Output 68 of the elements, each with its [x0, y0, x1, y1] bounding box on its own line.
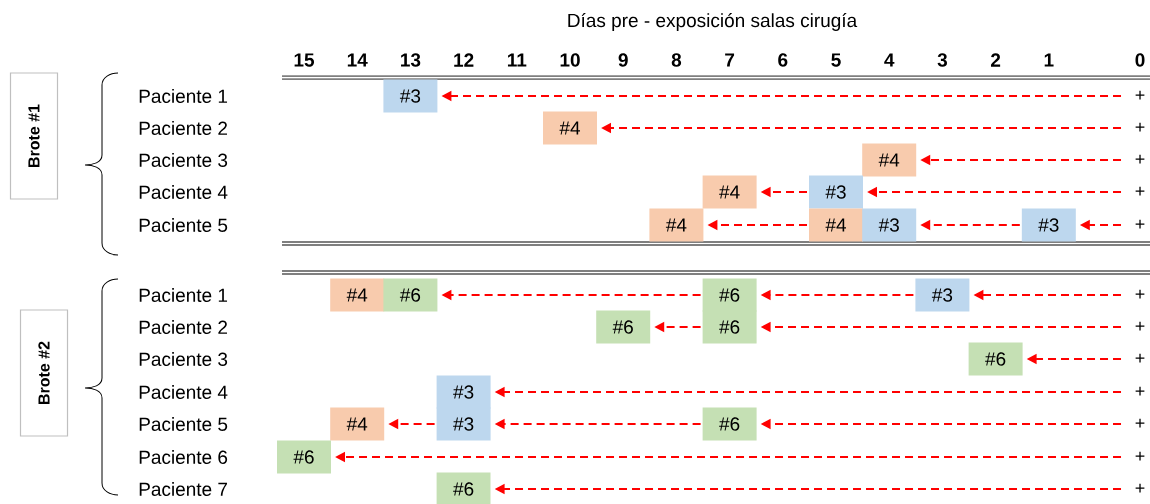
sample-box: #4 [330, 407, 385, 441]
day-number: 12 [454, 53, 474, 67]
sample-box: #3 [862, 208, 917, 242]
plus-sign: + [1135, 289, 1145, 299]
day-number: 14 [347, 53, 368, 67]
outbreak-box: Brote #1 [9, 72, 59, 200]
sample-box: #6 [702, 407, 757, 441]
sample-box: #4 [862, 143, 917, 177]
plus-sign: + [1135, 321, 1145, 331]
sample-box: #3 [436, 407, 491, 441]
plus-sign: + [1135, 353, 1145, 363]
day-number: 9 [618, 53, 628, 67]
sample-box: #4 [330, 278, 385, 312]
sample-box: #4 [649, 208, 704, 242]
sample-box: #3 [1021, 208, 1076, 242]
plus-sign: + [1135, 186, 1145, 196]
plus-sign: + [1135, 386, 1145, 396]
axis-title: Días pre - exposición salas cirugía [568, 13, 858, 31]
node-label: #6 [719, 288, 740, 302]
sample-box: #6 [277, 440, 331, 474]
sample-box: #3 [436, 375, 491, 409]
day-number: 5 [831, 53, 841, 67]
day-number: 8 [671, 53, 682, 67]
day-number: 4 [884, 53, 895, 67]
node-label: #3 [453, 417, 474, 431]
node-label: #6 [719, 320, 740, 334]
sample-box: #6 [596, 310, 651, 344]
patient-label: Paciente 6 [139, 450, 228, 464]
plus-sign: + [1135, 219, 1145, 229]
sample-box: #4 [702, 175, 757, 209]
day-number: 15 [294, 53, 315, 67]
sample-box: #4 [809, 208, 863, 242]
day-number: 0 [1135, 53, 1145, 67]
patient-label: Paciente 3 [139, 153, 228, 167]
sample-box: #6 [383, 278, 438, 312]
patient-label: Paciente 1 [139, 89, 228, 103]
patient-label: Paciente 2 [139, 320, 227, 334]
day-number: 1 [1044, 53, 1054, 67]
patient-label: Paciente 2 [139, 121, 227, 135]
sample-box: #3 [383, 79, 438, 113]
day-number: 2 [991, 53, 1001, 67]
sample-box: #4 [543, 111, 597, 145]
day-number: 6 [778, 53, 788, 67]
patient-label: Paciente 5 [139, 417, 228, 431]
sample-box: #3 [915, 278, 970, 312]
day-number: 3 [937, 53, 947, 67]
sample-box: #6 [702, 278, 757, 312]
patient-label: Paciente 3 [139, 352, 228, 366]
patient-label: Paciente 1 [139, 288, 228, 302]
plus-sign: + [1135, 418, 1145, 428]
plus-sign: + [1135, 90, 1145, 100]
patient-label: Paciente 5 [139, 218, 228, 232]
sample-box: #3 [809, 175, 863, 209]
sample-box: #6 [968, 342, 1023, 376]
day-number: 7 [725, 53, 735, 67]
plus-sign: + [1135, 154, 1145, 164]
outbreak-box: Brote #2 [19, 309, 69, 437]
patient-label: Paciente 7 [139, 482, 227, 496]
patient-label: Paciente 4 [139, 185, 228, 199]
sample-box: #6 [702, 310, 757, 344]
patient-label: Paciente 4 [139, 385, 228, 399]
day-number: 11 [507, 53, 527, 67]
plus-sign: + [1135, 483, 1145, 493]
day-number: 10 [560, 53, 580, 67]
node-label: #3 [453, 385, 474, 399]
sample-box: #6 [436, 472, 491, 504]
plus-sign: + [1135, 122, 1145, 132]
plus-sign: + [1135, 451, 1145, 461]
